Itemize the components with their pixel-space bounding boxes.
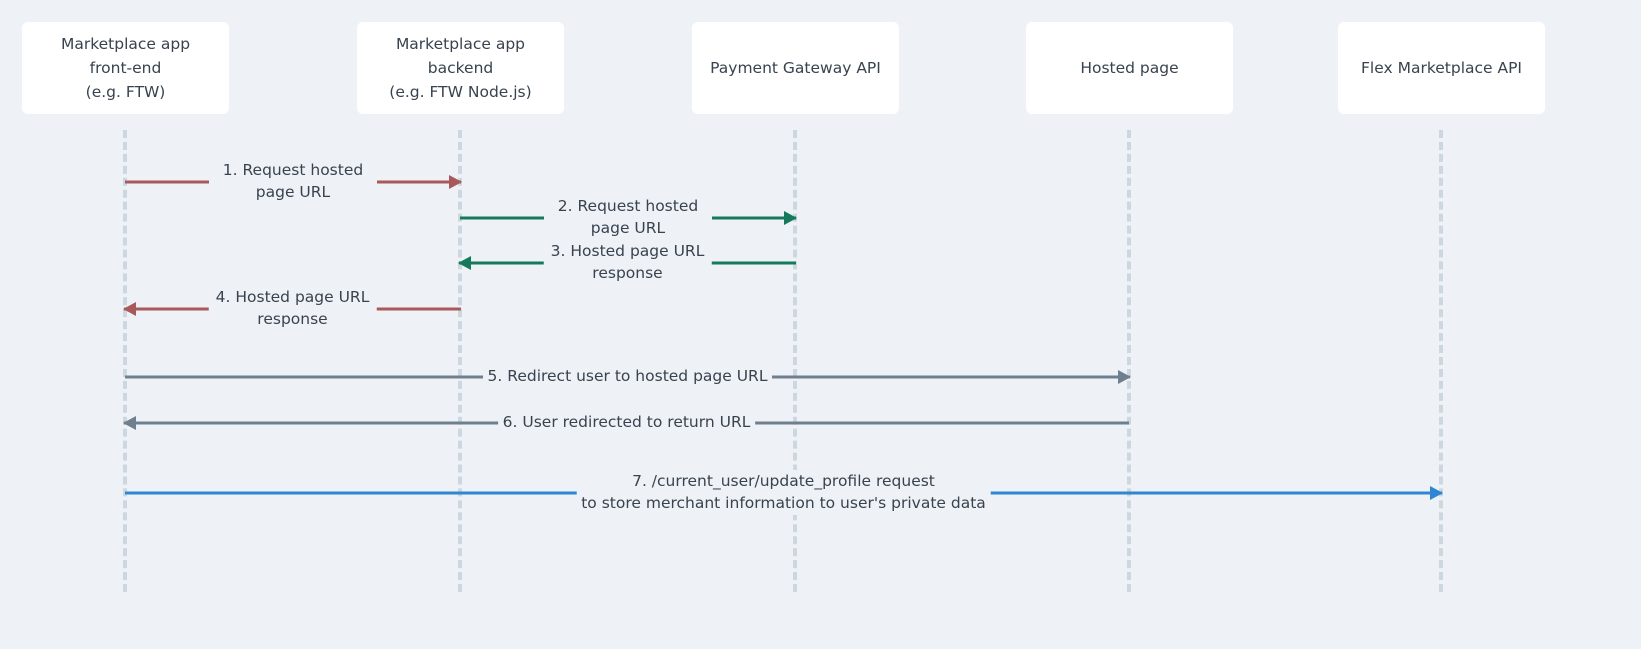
lifeline-hosted	[1127, 130, 1131, 592]
arrowhead-left-icon	[123, 302, 136, 316]
participant-box-hosted: Hosted page	[1026, 22, 1233, 114]
lifeline-backend	[458, 130, 462, 592]
message-label-1: 1. Request hosted page URL	[209, 158, 377, 204]
lifeline-flex	[1439, 130, 1443, 592]
participant-box-backend: Marketplace app backend (e.g. FTW Node.j…	[357, 22, 564, 114]
lifeline-gateway	[793, 130, 797, 592]
arrowhead-right-icon	[1118, 370, 1131, 384]
arrowhead-right-icon	[449, 175, 462, 189]
message-label-4: 4. Hosted page URL response	[208, 285, 377, 331]
arrowhead-right-icon	[1430, 486, 1443, 500]
participant-box-flex: Flex Marketplace API	[1338, 22, 1545, 114]
participant-box-gateway: Payment Gateway API	[692, 22, 899, 114]
message-label-3: 3. Hosted page URL response	[543, 239, 712, 285]
message-label-2: 2. Request hosted page URL	[544, 194, 712, 240]
message-label-6: 6. User redirected to return URL	[497, 410, 756, 433]
participant-box-frontend: Marketplace app front-end (e.g. FTW)	[22, 22, 229, 114]
message-label-5: 5. Redirect user to hosted page URL	[482, 364, 773, 387]
lifeline-frontend	[123, 130, 127, 592]
arrowhead-right-icon	[784, 211, 797, 225]
arrowhead-left-icon	[458, 256, 471, 270]
message-label-7: 7. /current_user/update_profile request …	[576, 469, 991, 515]
arrowhead-left-icon	[123, 416, 136, 430]
